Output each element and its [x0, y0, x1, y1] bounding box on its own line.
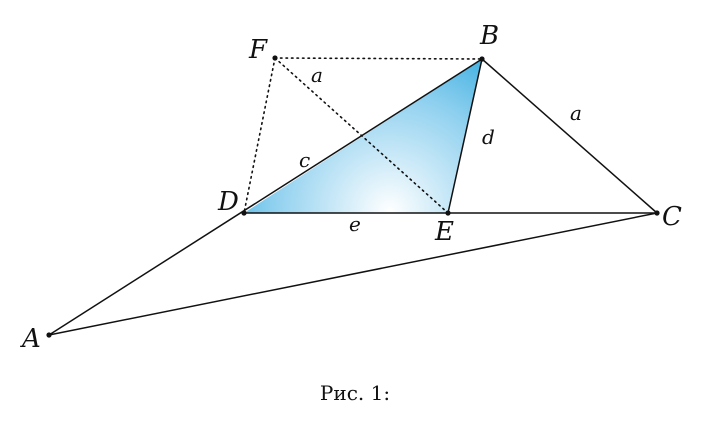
label-point-b: B: [479, 21, 499, 51]
label-point-a: A: [20, 324, 41, 354]
label-segment-be: d: [482, 125, 495, 149]
segment-bc: [481, 58, 658, 214]
label-segment-db: c: [299, 148, 310, 172]
label-point-f: F: [248, 35, 268, 65]
figure-caption: Рис. 1:: [319, 381, 391, 405]
label-segment-de: e: [349, 212, 361, 236]
label-point-c: C: [662, 202, 682, 232]
point-f: [272, 55, 278, 61]
label-segment-fb: a: [311, 63, 323, 87]
point-a: [46, 332, 52, 338]
label-segment-bc: a: [570, 101, 582, 125]
point-e: [445, 210, 451, 216]
point-c: [654, 210, 660, 216]
segment-fd: [243, 57, 276, 214]
label-point-e: E: [434, 217, 454, 247]
segment-fb: [274, 57, 483, 60]
label-point-d: D: [217, 187, 239, 217]
point-d: [241, 210, 247, 216]
point-b: [479, 56, 485, 62]
segment-ac: [48, 212, 658, 336]
segment-ab: [48, 58, 483, 336]
segment-be: [447, 58, 483, 214]
